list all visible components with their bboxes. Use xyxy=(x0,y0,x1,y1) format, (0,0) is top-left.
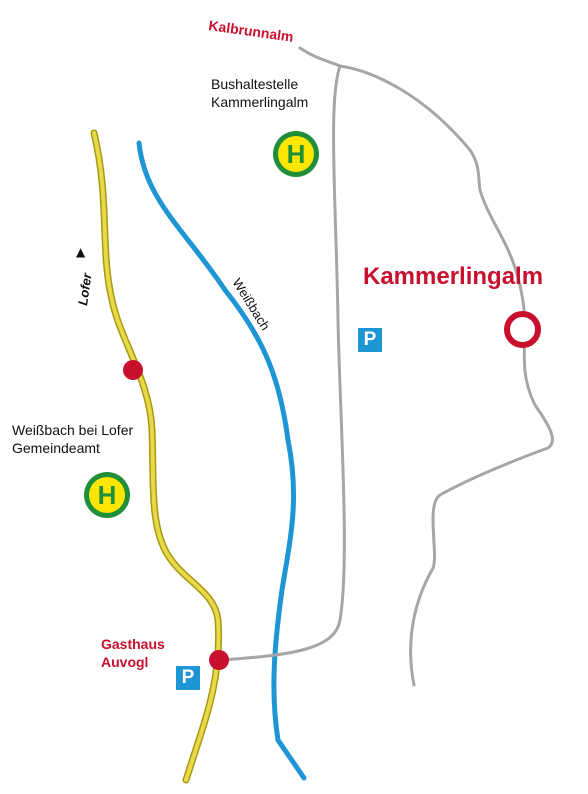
weissbach-line2: Gemeindeamt xyxy=(12,439,100,456)
path-kalbrunnalm xyxy=(298,46,554,687)
direction-lofer-label: Lofer xyxy=(75,271,95,306)
bus-stop-weissbach-symbol: H xyxy=(89,477,125,513)
gasthaus-label: Gasthaus Auvogl xyxy=(101,636,165,671)
bus-stop-top-label: Bushaltestelle Kammerlingalm xyxy=(211,76,308,111)
destination-marker-icon xyxy=(504,311,541,348)
weissbach-line1: Weißbach bei Lofer xyxy=(12,422,134,438)
bus-stop-top-icon: H xyxy=(273,131,319,177)
place-kalbrunnalm: Kalbrunnalm xyxy=(208,17,295,45)
bus-stop-weissbach-icon: H xyxy=(84,472,130,518)
gasthaus-point-icon xyxy=(209,650,229,670)
gasthaus-line1: Gasthaus xyxy=(101,636,165,652)
bus-stop-top-line1: Bushaltestelle xyxy=(211,76,299,92)
bus-stop-top-line2: Kammerlingalm xyxy=(211,93,309,110)
place-kammerlingalm: Kammerlingalm xyxy=(363,263,544,290)
main-road xyxy=(92,131,221,782)
bus-stop-top-symbol: H xyxy=(278,136,314,172)
parking-kammerlingalm-icon: P xyxy=(358,328,382,352)
stream-weissbach xyxy=(136,140,307,781)
weissbach-label: Weißbach bei Lofer Gemeindeamt xyxy=(12,422,133,457)
weissbach-point-icon xyxy=(123,360,143,380)
parking-gasthaus-icon: P xyxy=(176,666,200,690)
gasthaus-line2: Auvogl xyxy=(101,653,149,670)
direction-arrow-icon: ▲ xyxy=(76,245,86,259)
path-access-road xyxy=(220,64,346,662)
